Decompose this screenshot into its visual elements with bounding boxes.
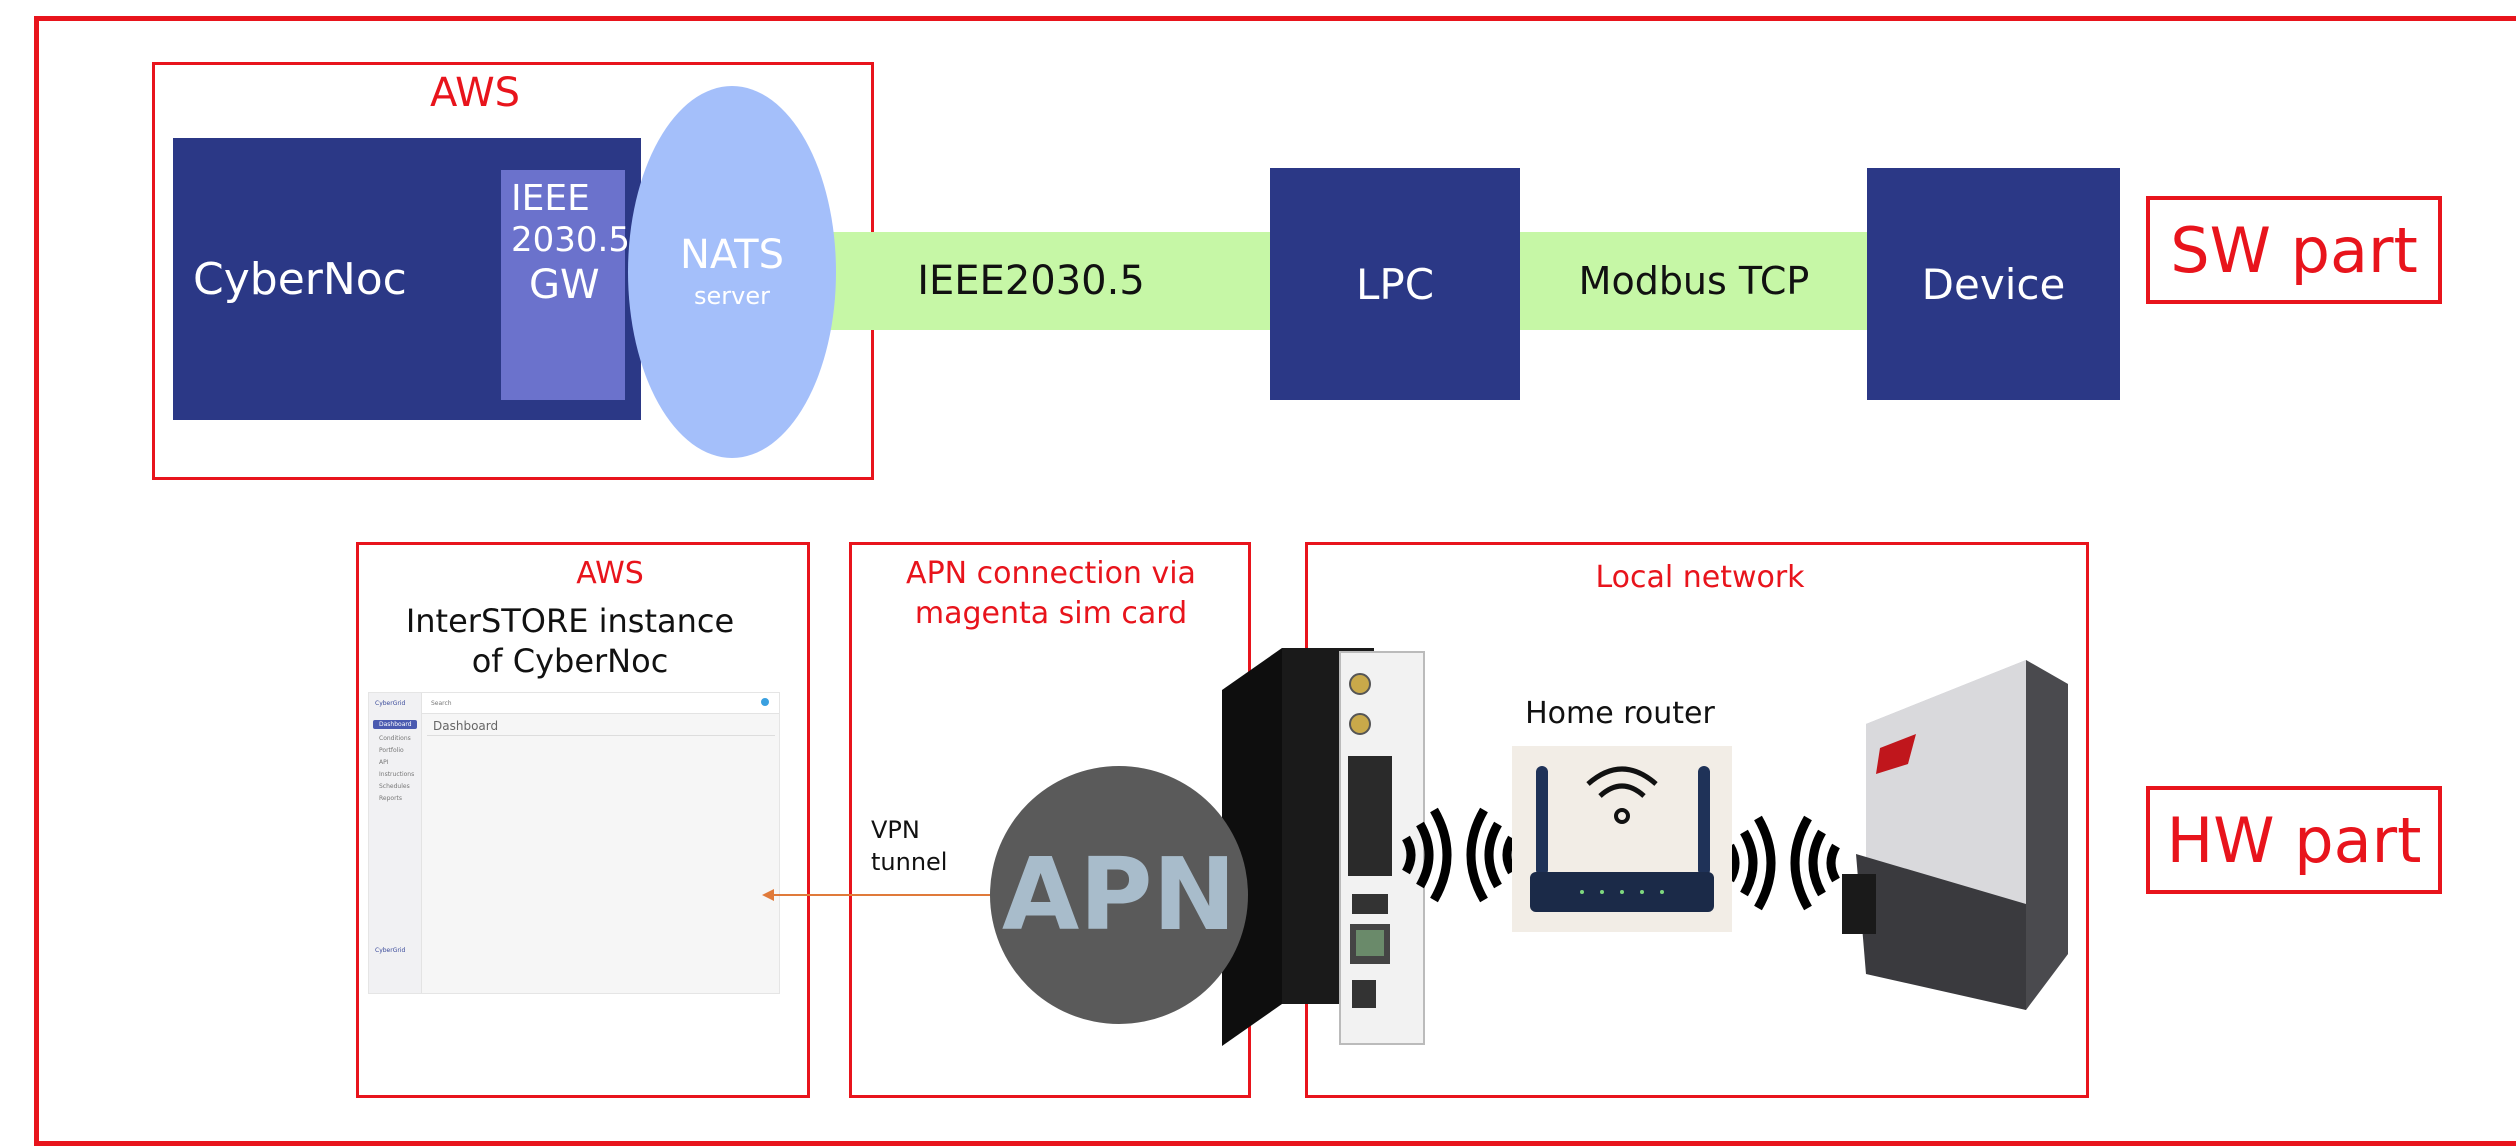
nats-sub-label: server [694, 282, 770, 310]
dashboard-search: Search [431, 700, 452, 707]
gw-line2: 2030.5 [511, 220, 630, 260]
nats-server: NATS server [628, 86, 836, 458]
sw-part-label: SW part [2146, 196, 2442, 304]
instance-line1: InterSTORE instance [405, 602, 735, 640]
inverter-device-image [1842, 660, 2068, 1010]
dashboard-nav-6: Schedules [379, 783, 410, 790]
dashboard-divider [427, 735, 775, 736]
ieee-link: IEEE2030.5 [820, 232, 1272, 330]
iotmaxx-device-image [1222, 648, 1425, 1046]
cybernoc-dashboard-thumbnail: CyberGrid Search Dashboard Conditions Po… [368, 692, 780, 994]
dashboard-nav-2: Conditions [379, 735, 411, 742]
apn-title-line1: APN connection via [906, 556, 1196, 591]
gw-line3: GW [529, 262, 600, 308]
dashboard-topbar [369, 693, 779, 714]
gw-line1: IEEE [511, 178, 590, 219]
vpn-label-line1: VPN [871, 816, 920, 844]
device-block: Device [1867, 168, 2120, 400]
aws-sw-label: AWS [429, 70, 521, 116]
dashboard-active-item [373, 720, 417, 729]
modbus-link: Modbus TCP [1518, 232, 1870, 330]
home-router-image [1512, 746, 1732, 932]
dashboard-title: Dashboard [433, 719, 499, 733]
dashboard-brand: CyberGrid [375, 700, 406, 707]
modbus-link-label: Modbus TCP [1578, 259, 1810, 303]
apn-circle [990, 766, 1248, 1024]
wireless-signal-icon-1 [1402, 807, 1516, 903]
ieee-link-label: IEEE2030.5 [917, 258, 1145, 304]
device-label: Device [1921, 259, 2066, 309]
dashboard-nav-7: Reports [379, 795, 403, 802]
wireless-signal-icon-2 [1726, 815, 1840, 911]
dashboard-nav-1: Dashboard [379, 721, 412, 728]
aws-hw-frame [356, 542, 810, 1098]
dashboard-nav-3: Portfolio [379, 747, 404, 754]
vpn-tunnel-arrow [762, 889, 1018, 901]
cybernoc-label: CyberNoc [193, 253, 407, 305]
apn-label: APN [1001, 836, 1237, 953]
instance-line2: of CyberNoc [471, 642, 669, 680]
nats-label: NATS [679, 232, 784, 278]
dashboard-nav-5: Instructions [379, 771, 415, 778]
hw-part-label: HW part [2146, 786, 2442, 894]
dashboard-nav-4: API [379, 759, 389, 766]
lpc-block: LPC [1270, 168, 1520, 400]
dashboard-sidebar [369, 693, 422, 993]
home-router-label: Home router [1525, 696, 1715, 731]
dashboard-user-icon [761, 698, 769, 706]
apn-title-line2: magenta sim card [914, 596, 1188, 631]
dashboard-footer-brand: CyberGrid [375, 947, 406, 954]
local-network-label: Local network [1595, 560, 1805, 595]
gw-block: IEEE 2030.5 GW [501, 170, 630, 400]
aws-hw-label: AWS [576, 556, 644, 591]
vpn-label-line2: tunnel [871, 848, 948, 876]
lpc-label: LPC [1355, 259, 1435, 309]
